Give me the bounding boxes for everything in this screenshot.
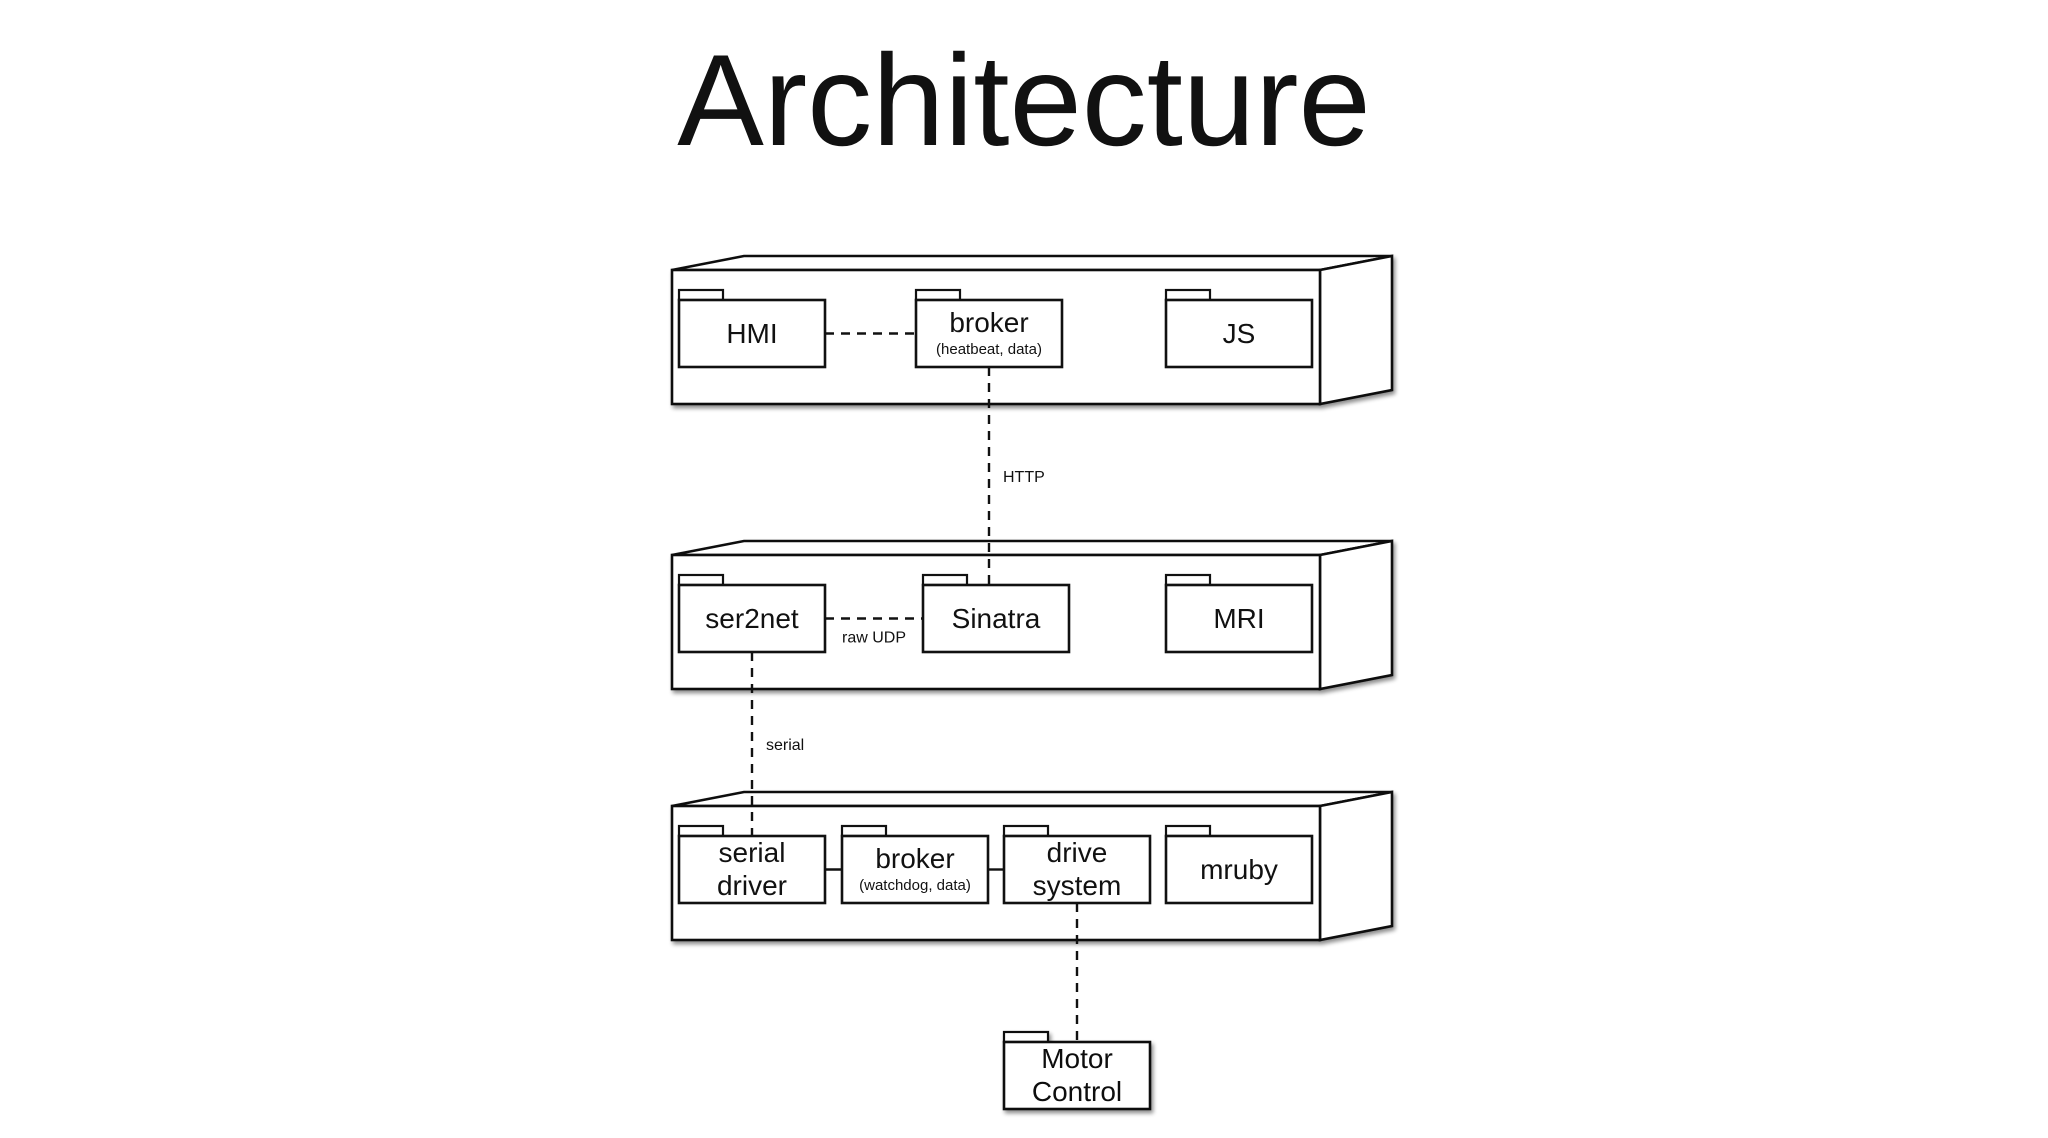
package-box [1164, 583, 1314, 654]
connection-ser2net-to-serial-driver: serial [750, 652, 804, 836]
package-label: HMI [726, 318, 777, 349]
page-title: Architecture [677, 27, 1371, 173]
package-tab [1002, 824, 1050, 838]
package-tab [677, 288, 725, 302]
connector-label: raw UDP [842, 630, 906, 647]
package-js: JS [1164, 288, 1314, 369]
node-side-face [1318, 254, 1394, 406]
package-box [677, 298, 827, 369]
package-tab [921, 573, 969, 587]
package-mri: MRI [1164, 573, 1314, 654]
package-label: JS [1223, 318, 1256, 349]
package-tab [677, 824, 725, 838]
package-box [1164, 834, 1314, 905]
connector-label: HTTP [1003, 469, 1045, 486]
package-tab [1164, 288, 1212, 302]
package-box [1002, 1040, 1152, 1111]
node-side-face [1318, 539, 1394, 691]
node-packages: HMI broker (heatbeat, data) JS [677, 288, 1314, 369]
package-label-line: drive [1047, 837, 1108, 868]
node-top-face [671, 790, 1393, 808]
deployment-diagram: HMI broker (heatbeat, data) JS ser2net Sinatr… [670, 254, 1394, 1111]
package-label-line: serial [719, 837, 786, 868]
package-sublabel: (watchdog, data) [859, 877, 971, 894]
package-label: mruby [1200, 854, 1278, 885]
package-tab [1002, 1030, 1050, 1044]
package-sinatra: Sinatra [921, 573, 1071, 654]
connection-ser2net-to-sinatra: raw UDP [825, 617, 923, 647]
package-sublabel: (heatbeat, data) [936, 341, 1042, 358]
node-side-face [1318, 790, 1394, 942]
package-label-line: Control [1032, 1076, 1122, 1107]
package-broker-watchdog-data: broker (watchdog, data) [840, 824, 990, 905]
connection-broker-heatbeat-data-to-sinatra: HTTP [987, 367, 1045, 585]
nodes-layer: HMI broker (heatbeat, data) JS ser2net Sinatr… [670, 254, 1394, 1111]
package-label-line: system [1033, 870, 1122, 901]
package-tab [677, 573, 725, 587]
package-ser2net: ser2net [677, 573, 827, 654]
package-broker-heatbeat-data: broker (heatbeat, data) [914, 288, 1064, 369]
package-label-line: Motor [1041, 1043, 1113, 1074]
node-top-face [671, 539, 1393, 557]
connector-label: serial [766, 737, 804, 754]
package-label-line: driver [717, 870, 787, 901]
connections-layer: HTTP raw UDP serial [750, 332, 1079, 1042]
package-box [1164, 298, 1314, 369]
package-tab [1164, 824, 1212, 838]
package-label: broker [875, 843, 954, 874]
package-box [921, 583, 1071, 654]
node-top-face [671, 254, 1393, 272]
package-tab [840, 824, 888, 838]
package-box [840, 834, 990, 905]
package-label: Sinatra [952, 603, 1041, 634]
package-label: broker [949, 307, 1028, 338]
package-tab [914, 288, 962, 302]
package-mruby: mruby [1164, 824, 1314, 905]
node-packages: ser2net Sinatra MRI [677, 573, 1314, 654]
package-label: MRI [1213, 603, 1264, 634]
package-label: ser2net [705, 603, 799, 634]
package-tab [1164, 573, 1212, 587]
package-hmi: HMI [677, 288, 827, 369]
